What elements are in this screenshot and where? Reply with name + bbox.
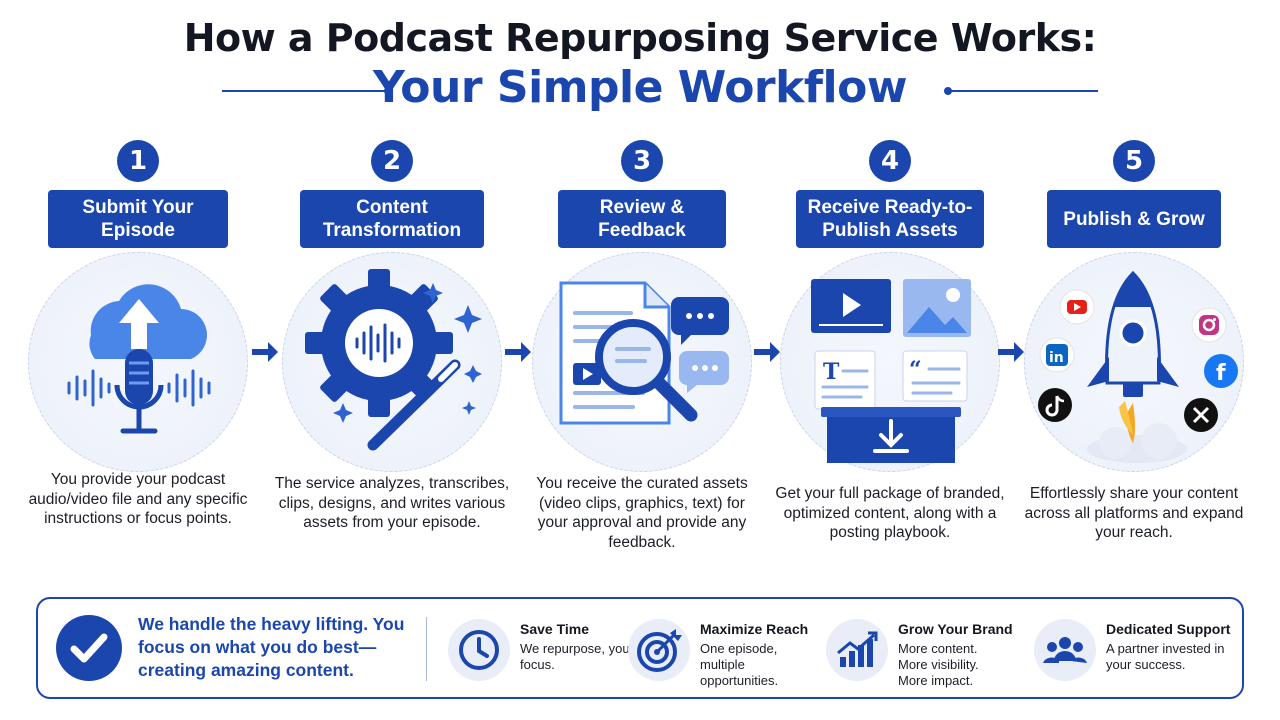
svg-text:in: in: [1049, 350, 1064, 366]
gear-magic-wand-icon: [282, 252, 502, 472]
feature-description: More content. More visibility. More impa…: [898, 641, 979, 688]
feature-maximize-reach: Maximize Reach One episode, multiple opp…: [628, 615, 818, 688]
team-icon: [1034, 619, 1096, 681]
svg-text:f: f: [1216, 361, 1226, 386]
subtitle-right-rule: [950, 90, 1098, 92]
step-description: Get your full package of branded, optimi…: [775, 485, 1005, 541]
benefits-banner: We handle the heavy lifting. You focus o…: [36, 597, 1244, 699]
subtitle-left-rule: [222, 90, 386, 92]
growth-chart-icon: [826, 619, 888, 681]
step-label: Content Transformation: [300, 190, 484, 248]
step-description: You receive the curated assets (video cl…: [536, 475, 748, 551]
clock-icon: [448, 619, 510, 681]
step-label: Receive Ready-to-Publish Assets: [796, 190, 984, 248]
feature-description: One episode, multiple opportunities.: [700, 641, 779, 688]
subtitle-right-dot: [944, 87, 952, 95]
banner-tagline: We handle the heavy lifting. You focus o…: [138, 614, 405, 680]
checkmark-icon: [56, 615, 122, 681]
feature-title: Grow Your Brand: [898, 621, 1013, 637]
subtitle-left-dot: [384, 87, 392, 95]
feature-save-time: Save Time We repurpose, you focus.: [448, 615, 630, 685]
step-label: Submit Your Episode: [48, 190, 228, 248]
svg-text:“: “: [909, 357, 922, 383]
step-number-badge: 4: [869, 140, 911, 182]
subtitle-row: Your Simple Workflow: [0, 62, 1280, 118]
step-label: Publish & Grow: [1047, 190, 1221, 248]
arrow-right-icon: [754, 342, 780, 362]
page-title: How a Podcast Repurposing Service Works:: [183, 16, 1097, 60]
step-label: Review & Feedback: [558, 190, 726, 248]
step-number-badge: 3: [621, 140, 663, 182]
feature-description: We repurpose, you focus.: [520, 641, 630, 672]
rocket-social-icon: in f: [1024, 252, 1244, 472]
feature-title: Save Time: [520, 621, 590, 637]
arrow-right-icon: [252, 342, 278, 362]
arrow-right-icon: [998, 342, 1024, 362]
feature-title: Dedicated Support: [1106, 621, 1231, 637]
step-description: The service analyzes, transcribes, clips…: [274, 475, 510, 531]
target-icon: [628, 619, 690, 681]
banner-divider: [426, 617, 427, 681]
feature-dedicated-support: Dedicated Support A partner invested in …: [1034, 615, 1234, 685]
document-magnifier-chat-icon: [532, 252, 752, 472]
step-description: Effortlessly share your content across a…: [1024, 485, 1244, 541]
step-description: You provide your podcast audio/video fil…: [28, 471, 248, 527]
asset-package-download-icon: T “: [780, 252, 1000, 472]
svg-text:T: T: [823, 359, 840, 385]
feature-description: A partner invested in your success.: [1106, 641, 1225, 672]
feature-grow-brand: Grow Your Brand More content. More visib…: [826, 615, 1016, 688]
arrow-right-icon: [505, 342, 531, 362]
step-number-badge: 1: [117, 140, 159, 182]
feature-title: Maximize Reach: [700, 621, 809, 637]
page-subtitle: Your Simple Workflow: [372, 62, 908, 113]
cloud-upload-microphone-icon: [28, 252, 248, 472]
step-number-badge: 2: [371, 140, 413, 182]
step-number-badge: 5: [1113, 140, 1155, 182]
